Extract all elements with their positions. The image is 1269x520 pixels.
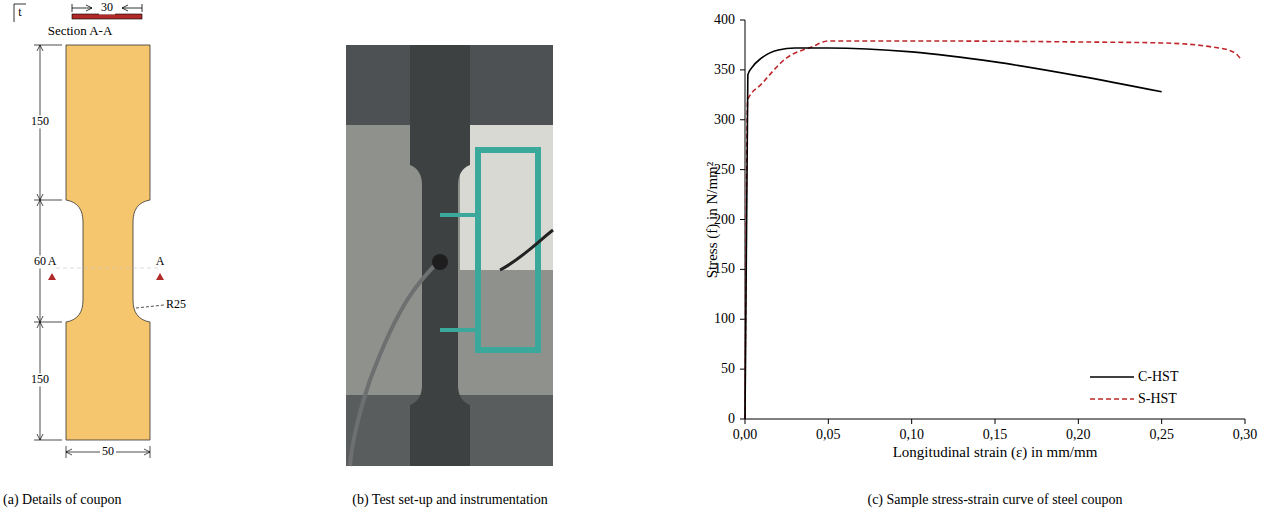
tick [995,419,996,424]
legend-line [1090,368,1134,386]
radius-label: R25 [166,298,186,311]
dimension-label: 150 [29,115,51,128]
s-hst-curve [745,41,1242,419]
tick-label: 0,30 [1233,427,1258,442]
tick-label: 0,05 [816,427,841,442]
tick [740,369,745,370]
tick-label: 0,00 [733,427,758,442]
coupon-shape [66,45,150,440]
dimension-lines [34,45,164,458]
dimension-label: 30 [99,1,115,14]
axis-title: Longitudinal strain (ε) in mm/mm [893,444,1098,461]
tick [1078,419,1079,424]
c-hst-legend: C-HST [1090,368,1178,386]
tick [740,269,745,270]
tick [740,119,745,120]
section-marker [48,273,164,280]
section-mark: A [48,255,57,268]
dimension-label: 50 [100,445,116,458]
tick [740,69,745,70]
tick [1161,419,1162,424]
tick-label: 0,25 [1149,427,1174,442]
legend-label: C-HST [1138,369,1178,385]
tick [911,419,912,424]
s-hst-legend: S-HST [1090,390,1177,408]
tick-label: 400 [714,12,735,27]
panel-caption: (b) Test set-up and instrumentation [352,492,548,507]
test-photo [346,45,553,466]
panel-caption: (c) Sample stress-strain curve of steel … [867,492,1122,507]
tick [828,419,829,424]
section-line [56,268,160,269]
dimension-label: 150 [29,373,51,386]
tick-label: 0,20 [1066,427,1091,442]
legend-line [1090,390,1134,408]
panel-caption: (a) Details of coupon [3,492,122,507]
tick [740,319,745,320]
section-bar [72,14,142,19]
dimension-label: t [18,6,21,19]
section-sketch [14,4,142,22]
tick-label: 100 [714,312,735,327]
tick [740,219,745,220]
tick-label: 300 [714,112,735,127]
dimension-label: 60 [32,255,48,268]
section-title: Section A-A [48,24,113,38]
section-mark: A [156,255,165,268]
tick [740,20,745,21]
tick-label: 0 [728,411,735,426]
tick-label: 350 [714,62,735,77]
tick [745,419,746,424]
axis-title: Stress (f) in N/mm² [704,162,721,279]
tick-label: 50 [721,361,735,376]
c-hst-curve [745,48,1162,419]
stress-strain-chart [740,20,1245,424]
tick-label: 0,10 [899,427,924,442]
legend-label: S-HST [1138,391,1177,407]
tick-label: 0,15 [983,427,1008,442]
tick [1245,419,1246,424]
tick [740,169,745,170]
